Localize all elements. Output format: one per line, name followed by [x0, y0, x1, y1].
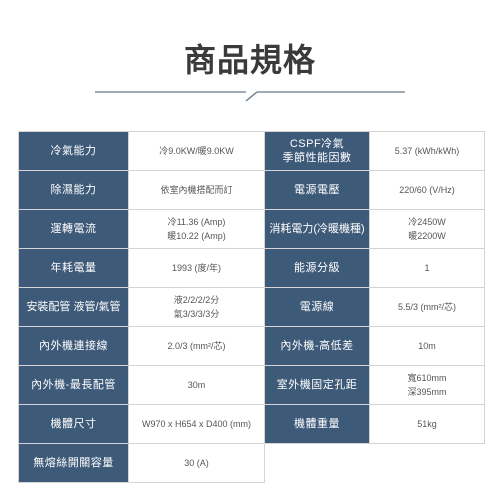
mounting-hole-spacing-value: 寬610mm 深395mm — [369, 365, 485, 405]
connection-cable-value-text: 2.0/3 (mm²/芯) — [167, 341, 226, 351]
cooling-capacity-value: 冷9.0KW/暖9.0KW — [128, 131, 265, 171]
max-piping-length-value-text: 30m — [187, 380, 206, 390]
spec-row: 運轉電流 冷11.36 (Amp) 暖10.22 (Amp) 消耗電力(冷暖機種… — [18, 209, 485, 249]
connection-cable-value: 2.0/3 (mm²/芯) — [128, 326, 265, 366]
max-piping-length-value: 30m — [128, 365, 265, 405]
breaker-capacity-label: 無熔絲開關容量 — [18, 443, 129, 483]
spec-table: 冷氣能力 冷9.0KW/暖9.0KW CSPF冷氣 季節性能因數 5.37 (k… — [18, 131, 485, 483]
cspf-label-line-1: CSPF冷氣 — [289, 138, 345, 150]
max-piping-length-label-text: 內外機-最長配管 — [31, 379, 116, 391]
breaker-capacity-value: 30 (A) — [128, 443, 265, 483]
annual-power-consumption-value-text: 1993 (度/年) — [171, 263, 222, 273]
energy-rating-label-text: 能源分級 — [294, 262, 340, 274]
power-supply-voltage-label: 電源電壓 — [264, 170, 370, 210]
power-consumption-cooling-line: 冷2450W — [408, 217, 446, 227]
mounting-hole-depth-line: 深395mm — [407, 387, 447, 397]
dehumidification-value-text: 依室內機搭配而訂 — [160, 185, 233, 195]
spec-row: 無熔絲開關容量 30 (A) — [18, 443, 485, 483]
max-piping-length-label: 內外機-最長配管 — [18, 365, 129, 405]
breaker-capacity-label-text: 無熔絲開關容量 — [33, 457, 114, 469]
energy-rating-value-text: 1 — [424, 263, 430, 273]
page-title: 商品規格 — [183, 41, 316, 79]
dehumidification-label: 除濕能力 — [18, 170, 129, 210]
piping-liquid-line: 液2/2/2/2分 — [173, 295, 220, 305]
unit-dimensions-value-text: W970 x H654 x D400 (mm) — [141, 419, 252, 429]
operating-current-cooling-line: 冷11.36 (Amp) — [167, 217, 226, 227]
cooling-capacity-label: 冷氣能力 — [18, 131, 129, 171]
power-cable-label: 電源線 — [264, 287, 370, 327]
spec-row: 安裝配管 液管/氣管 液2/2/2/2分 氣3/3/3/3分 電源線 5.5/3… — [18, 287, 485, 327]
spec-row: 機體尺寸 W970 x H654 x D400 (mm) 機體重量 51kg — [18, 404, 485, 444]
unit-dimensions-label-text: 機體尺寸 — [50, 418, 97, 430]
energy-rating-label: 能源分級 — [264, 248, 370, 288]
power-consumption-heating-line: 暖2200W — [408, 231, 446, 241]
height-difference-label-text: 內外機-高低差 — [280, 340, 354, 352]
breaker-capacity-value-text: 30 (A) — [184, 458, 209, 468]
piping-value: 液2/2/2/2分 氣3/3/3/3分 — [128, 287, 265, 327]
operating-current-label: 運轉電流 — [18, 209, 129, 249]
unit-dimensions-value: W970 x H654 x D400 (mm) — [128, 404, 265, 444]
annual-power-consumption-label-text: 年耗電量 — [50, 262, 97, 274]
dehumidification-label-text: 除濕能力 — [50, 184, 97, 196]
empty-cell — [264, 443, 485, 483]
mounting-hole-width-line: 寬610mm — [407, 373, 447, 383]
spec-row: 年耗電量 1993 (度/年) 能源分級 1 — [18, 248, 485, 288]
spec-row: 內外機連接線 2.0/3 (mm²/芯) 內外機-高低差 10m — [18, 326, 485, 366]
title-divider — [95, 91, 405, 102]
unit-weight-label: 機體重量 — [264, 404, 370, 444]
power-consumption-label: 消耗電力(冷暖機種) — [264, 209, 370, 249]
power-consumption-value: 冷2450W 暖2200W — [369, 209, 485, 249]
power-cable-label-text: 電源線 — [299, 301, 335, 313]
spec-row: 內外機-最長配管 30m 室外機固定孔距 寬610mm 深395mm — [18, 365, 485, 405]
spec-row: 除濕能力 依室內機搭配而訂 電源電壓 220/60 (V/Hz) — [18, 170, 485, 210]
annual-power-consumption-value: 1993 (度/年) — [128, 248, 265, 288]
dehumidification-value: 依室內機搭配而訂 — [128, 170, 265, 210]
operating-current-value: 冷11.36 (Amp) 暖10.22 (Amp) — [128, 209, 265, 249]
power-supply-voltage-value: 220/60 (V/Hz) — [369, 170, 485, 210]
power-consumption-label-text: 消耗電力(冷暖機種) — [269, 223, 365, 235]
cspf-value: 5.37 (kWh/kWh) — [369, 131, 485, 171]
unit-dimensions-label: 機體尺寸 — [18, 404, 129, 444]
height-difference-value: 10m — [369, 326, 485, 366]
piping-label: 安裝配管 液管/氣管 — [18, 287, 129, 327]
connection-cable-label-text: 內外機連接線 — [39, 340, 108, 352]
unit-weight-label-text: 機體重量 — [294, 418, 340, 430]
power-supply-voltage-label-text: 電源電壓 — [294, 184, 340, 196]
height-difference-label: 內外機-高低差 — [264, 326, 370, 366]
connection-cable-label: 內外機連接線 — [18, 326, 129, 366]
piping-gas-line: 氣3/3/3/3分 — [173, 309, 220, 319]
unit-weight-value: 51kg — [369, 404, 485, 444]
height-difference-value-text: 10m — [418, 341, 436, 351]
operating-current-label-text: 運轉電流 — [50, 223, 97, 235]
piping-label-text: 安裝配管 液管/氣管 — [26, 301, 121, 313]
cspf-label-line-2: 季節性能因數 — [282, 152, 352, 164]
cspf-value-text: 5.37 (kWh/kWh) — [394, 146, 460, 156]
cspf-label: CSPF冷氣 季節性能因數 — [264, 131, 370, 171]
unit-weight-value-text: 51kg — [417, 419, 437, 429]
spec-row: 冷氣能力 冷9.0KW/暖9.0KW CSPF冷氣 季節性能因數 5.37 (k… — [18, 131, 485, 171]
mounting-hole-spacing-label: 室外機固定孔距 — [264, 365, 370, 405]
power-cable-value: 5.5/3 (mm²/芯) — [369, 287, 485, 327]
divider-slash — [245, 91, 258, 102]
mounting-hole-spacing-label-text: 室外機固定孔距 — [276, 379, 358, 391]
power-cable-value-text: 5.5/3 (mm²/芯) — [397, 302, 456, 312]
operating-current-heating-line: 暖10.22 (Amp) — [167, 231, 226, 241]
energy-rating-value: 1 — [369, 248, 485, 288]
cooling-capacity-value-text: 冷9.0KW/暖9.0KW — [159, 146, 234, 156]
power-supply-voltage-value-text: 220/60 (V/Hz) — [399, 185, 455, 195]
cooling-capacity-label-text: 冷氣能力 — [50, 145, 97, 157]
spec-table-body: 冷氣能力 冷9.0KW/暖9.0KW CSPF冷氣 季節性能因數 5.37 (k… — [18, 131, 485, 483]
annual-power-consumption-label: 年耗電量 — [18, 248, 129, 288]
